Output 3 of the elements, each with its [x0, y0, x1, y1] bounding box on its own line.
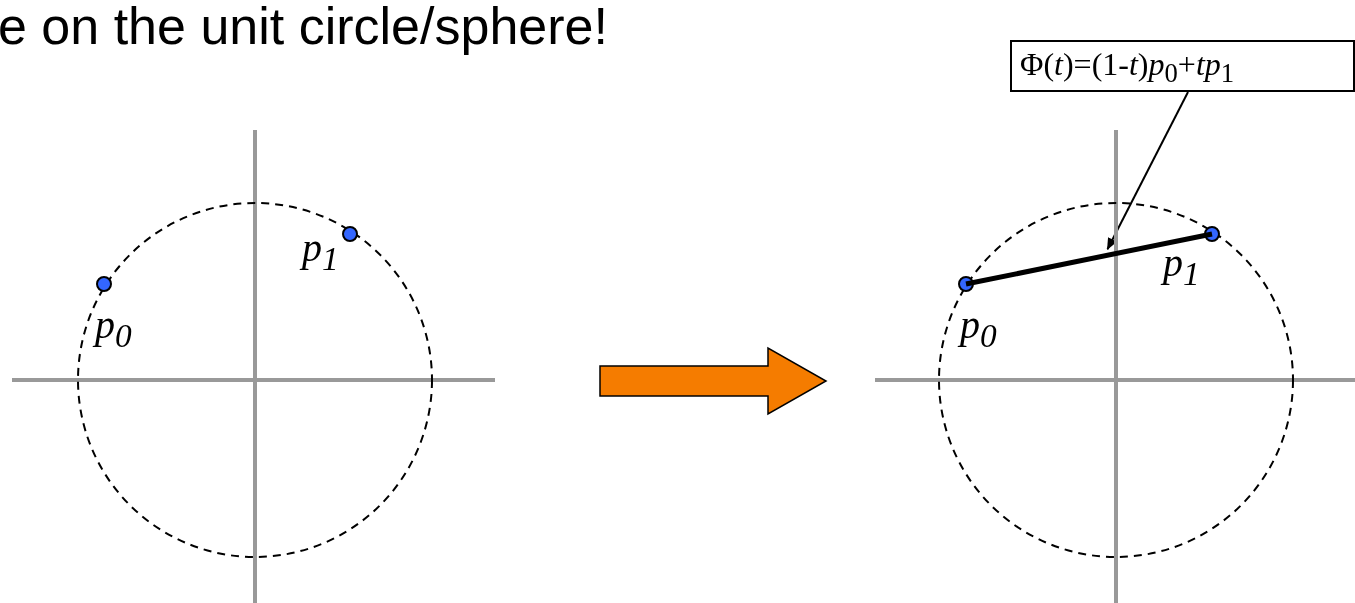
- block-arrow: [599, 346, 828, 416]
- formula-box: Φ(t)=(1-t)p$_{0}$+tp$_{1}$: [1010, 40, 1355, 92]
- leader-line: [1106, 91, 1189, 251]
